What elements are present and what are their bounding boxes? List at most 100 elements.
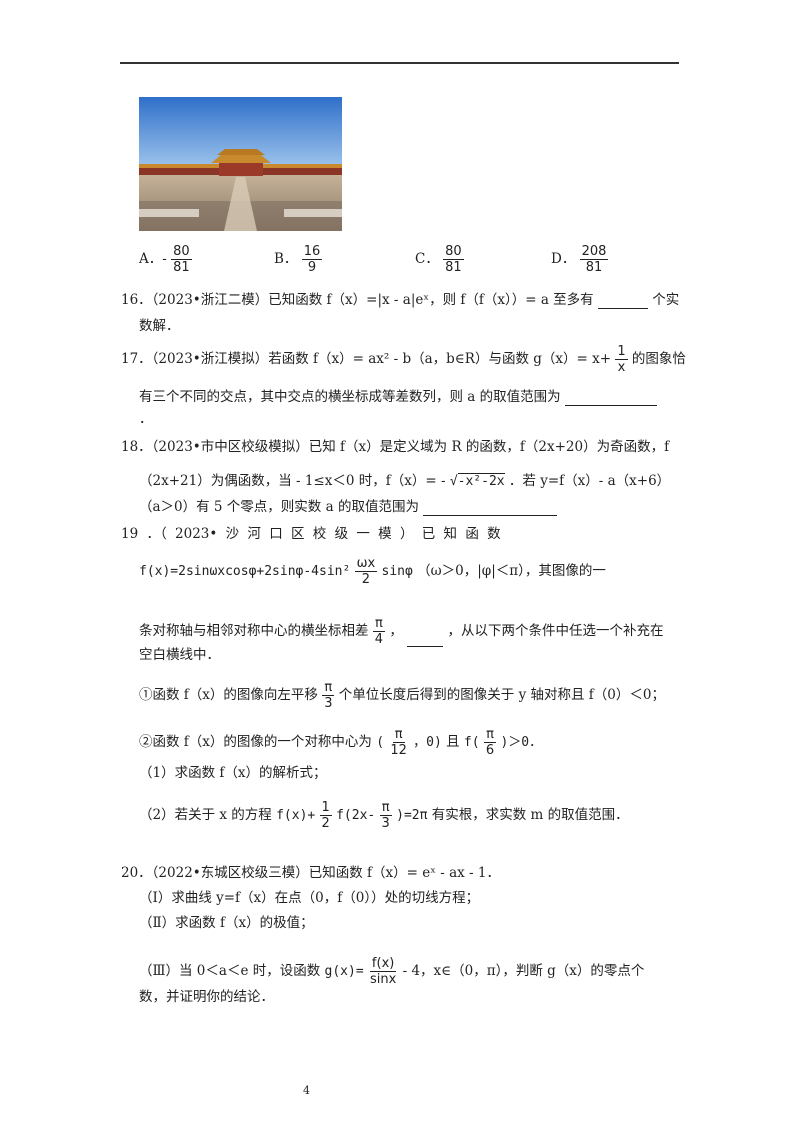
q19-line3: 条对称轴与相邻对称中心的横坐标相差 π 4 ， ，从以下两个条件中任选一个补充在 bbox=[139, 616, 663, 647]
p2-eq-b: f(2x- bbox=[336, 808, 376, 823]
q20-iii-text-end: - 4，x∈（0，π），判断 g（x）的零点个 bbox=[402, 963, 645, 979]
q18-line1: 18．（2023•市中区校级模拟）已知 f（x）是定义域为 R 的函数，f（2x… bbox=[121, 439, 670, 455]
option-a-numerator: 80 bbox=[171, 244, 192, 260]
g-eq: g(x)= bbox=[324, 964, 364, 979]
q18-text2: ．若 y=f（x）- a（x+6） bbox=[508, 473, 671, 489]
half-num: 1 bbox=[319, 800, 332, 816]
option-a-label: A．- bbox=[139, 251, 167, 267]
half-den: 2 bbox=[321, 816, 330, 831]
c2-and: 且 bbox=[446, 734, 460, 750]
q20-part3: （Ⅲ）当 0＜a＜e 时，设函数 g(x)= f(x) sinx - 4，x∈（… bbox=[139, 956, 644, 987]
q19-condition2: ②函数 f（x）的图像的一个对称中心为 ( π 12 ，0) 且 f( π 6 … bbox=[139, 727, 542, 758]
q19-part2: （2）若关于 x 的方程 f(x)+ 1 2 f(2x- π 3 )=2π 有实… bbox=[139, 800, 629, 831]
q16-line2: 数解． bbox=[139, 318, 180, 334]
q17-frac-den: x bbox=[617, 360, 626, 375]
option-b-fraction: 16 9 bbox=[301, 244, 323, 275]
pi-over-6: π 6 bbox=[484, 727, 496, 758]
pi3-num: π bbox=[322, 680, 335, 696]
q17-frac-num: 1 bbox=[615, 344, 628, 360]
q17-text-end: 的图象恰 bbox=[631, 351, 686, 367]
pi4-den: 4 bbox=[374, 632, 384, 647]
q17-text: 17．（2023•浙江模拟）若函数 f（x）= ax² - b（a，b∈R）与函… bbox=[121, 351, 612, 367]
option-c-denominator: 81 bbox=[445, 260, 462, 275]
q19-formula-den: 2 bbox=[361, 572, 371, 587]
q19-formula-num: ωx bbox=[354, 556, 378, 572]
sqrt-radicand: -x²-2x bbox=[457, 473, 505, 489]
pi6-den: 6 bbox=[485, 743, 495, 758]
option-a-fraction: 80 81 bbox=[171, 244, 192, 275]
option-d-label: D． bbox=[551, 251, 576, 267]
q17-line3: ． bbox=[139, 411, 153, 427]
option-d-numerator: 208 bbox=[579, 244, 609, 260]
option-b: B． 16 9 bbox=[274, 244, 323, 275]
q19-formula-fraction: ωx 2 bbox=[354, 556, 378, 587]
sqrt-expression: √-x²-2x bbox=[449, 473, 505, 489]
c2-text: ②函数 f（x）的图像的一个对称中心为 bbox=[139, 734, 372, 750]
p2-text: （2）若关于 x 的方程 bbox=[139, 807, 272, 823]
pi3-den: 3 bbox=[324, 696, 333, 711]
q16-blank bbox=[597, 308, 648, 309]
p2-pi-over-3: π 3 bbox=[379, 800, 392, 831]
p2-pi3-den: 3 bbox=[381, 816, 390, 831]
q18-line2: （2x+21）为偶函数，当 - 1≤x＜0 时，f（x）= - √-x²-2x … bbox=[139, 472, 670, 491]
g-den: sinx bbox=[369, 972, 397, 987]
palace-photo bbox=[139, 97, 342, 231]
q19-part1: （1）求函数 f（x）的解析式； bbox=[139, 765, 327, 781]
q18-text: （2x+21）为偶函数，当 - 1≤x＜0 时，f（x）= - bbox=[139, 473, 446, 489]
c1-text: ①函数 f（x）的图像向左平移 bbox=[139, 687, 318, 703]
q19-formula-end: sinφ bbox=[381, 564, 413, 579]
pi-over-3: π 3 bbox=[322, 680, 335, 711]
c2-paren-left: ( bbox=[376, 735, 385, 750]
g-fraction: f(x) sinx bbox=[368, 956, 398, 987]
option-d-fraction: 208 81 bbox=[579, 244, 609, 275]
q19-condition: （ω＞0，|φ|＜π），其图像的一 bbox=[417, 563, 606, 579]
option-c-fraction: 80 81 bbox=[443, 244, 464, 275]
option-b-label: B． bbox=[274, 251, 298, 267]
q20-line1: 20．（2022•东城区校级三模）已知函数 f（x）= eˣ - ax - 1． bbox=[121, 865, 501, 881]
c1-text-end: 个单位长度后得到的图像关于 y 轴对称且 f（0）＜0； bbox=[338, 687, 665, 703]
p2-text-end: 有实根，求实数 m 的取值范围． bbox=[431, 807, 629, 823]
q17-blank bbox=[564, 405, 657, 406]
q19-text3: 条对称轴与相邻对称中心的横坐标相差 bbox=[139, 623, 369, 639]
header-rule bbox=[120, 62, 679, 64]
q19-condition1: ①函数 f（x）的图像向左平移 π 3 个单位长度后得到的图像关于 y 轴对称且… bbox=[139, 680, 665, 711]
q18-line3: （a＞0）有 5 个零点，则实数 a 的取值范围为 bbox=[139, 498, 558, 516]
p2-eq-c: )=2π bbox=[396, 808, 428, 823]
g-num: f(x) bbox=[369, 956, 397, 972]
q19-formula: f(x)=2sinωxcosφ+2sinφ-4sin² bbox=[139, 564, 351, 579]
q17-line2: 有三个不同的交点，其中交点的横坐标成等差数列，则 a 的取值范围为 bbox=[139, 388, 657, 406]
pi12-den: 12 bbox=[390, 743, 407, 758]
q17-line1: 17．（2023•浙江模拟）若函数 f（x）= ax² - b（a，b∈R）与函… bbox=[121, 344, 686, 375]
q19-comma: ， bbox=[389, 623, 403, 639]
q19-blank bbox=[407, 646, 444, 647]
option-c: C． 80 81 bbox=[415, 244, 464, 275]
p2-eq-a: f(x)+ bbox=[276, 808, 316, 823]
q20-part3-line2: 数，并证明你的结论． bbox=[139, 989, 274, 1005]
q19-line4: 空白横线中． bbox=[139, 647, 220, 663]
q16-text: 16．（2023•浙江二模）已知函数 f（x）=|x - a|eˣ，则 f（f（… bbox=[121, 292, 594, 308]
option-b-numerator: 16 bbox=[301, 244, 323, 260]
option-d-denominator: 81 bbox=[585, 260, 603, 275]
option-a: A．- 80 81 bbox=[139, 244, 192, 275]
q18-blank bbox=[423, 515, 558, 516]
p2-pi3-num: π bbox=[379, 800, 392, 816]
option-b-denominator: 9 bbox=[307, 260, 317, 275]
pi-over-4: π 4 bbox=[373, 616, 385, 647]
option-d: D． 208 81 bbox=[551, 244, 609, 275]
pi6-num: π bbox=[484, 727, 496, 743]
page-number: 4 bbox=[303, 1084, 310, 1097]
q17-text2: 有三个不同的交点，其中交点的横坐标成等差数列，则 a 的取值范围为 bbox=[139, 389, 561, 405]
q20-iii-text: （Ⅲ）当 0＜a＜e 时，设函数 bbox=[139, 963, 321, 979]
q19-text3-end: ，从以下两个条件中任选一个补充在 bbox=[447, 623, 664, 639]
pi12-num: π bbox=[392, 727, 405, 743]
option-c-label: C． bbox=[415, 251, 439, 267]
one-half: 1 2 bbox=[319, 800, 332, 831]
q17-fraction: 1 x bbox=[615, 344, 628, 375]
option-c-numerator: 80 bbox=[443, 244, 464, 260]
q16-text-end: 个实 bbox=[652, 292, 680, 308]
pi4-num: π bbox=[373, 616, 385, 632]
q20-part2: （Ⅱ）求函数 f（x）的极值； bbox=[139, 915, 314, 931]
c2-f: f( bbox=[463, 735, 480, 750]
pi-over-12: π 12 bbox=[388, 727, 409, 758]
q19-formula-line: f(x)=2sinωxcosφ+2sinφ-4sin² ωx 2 sinφ （ω… bbox=[139, 556, 606, 587]
